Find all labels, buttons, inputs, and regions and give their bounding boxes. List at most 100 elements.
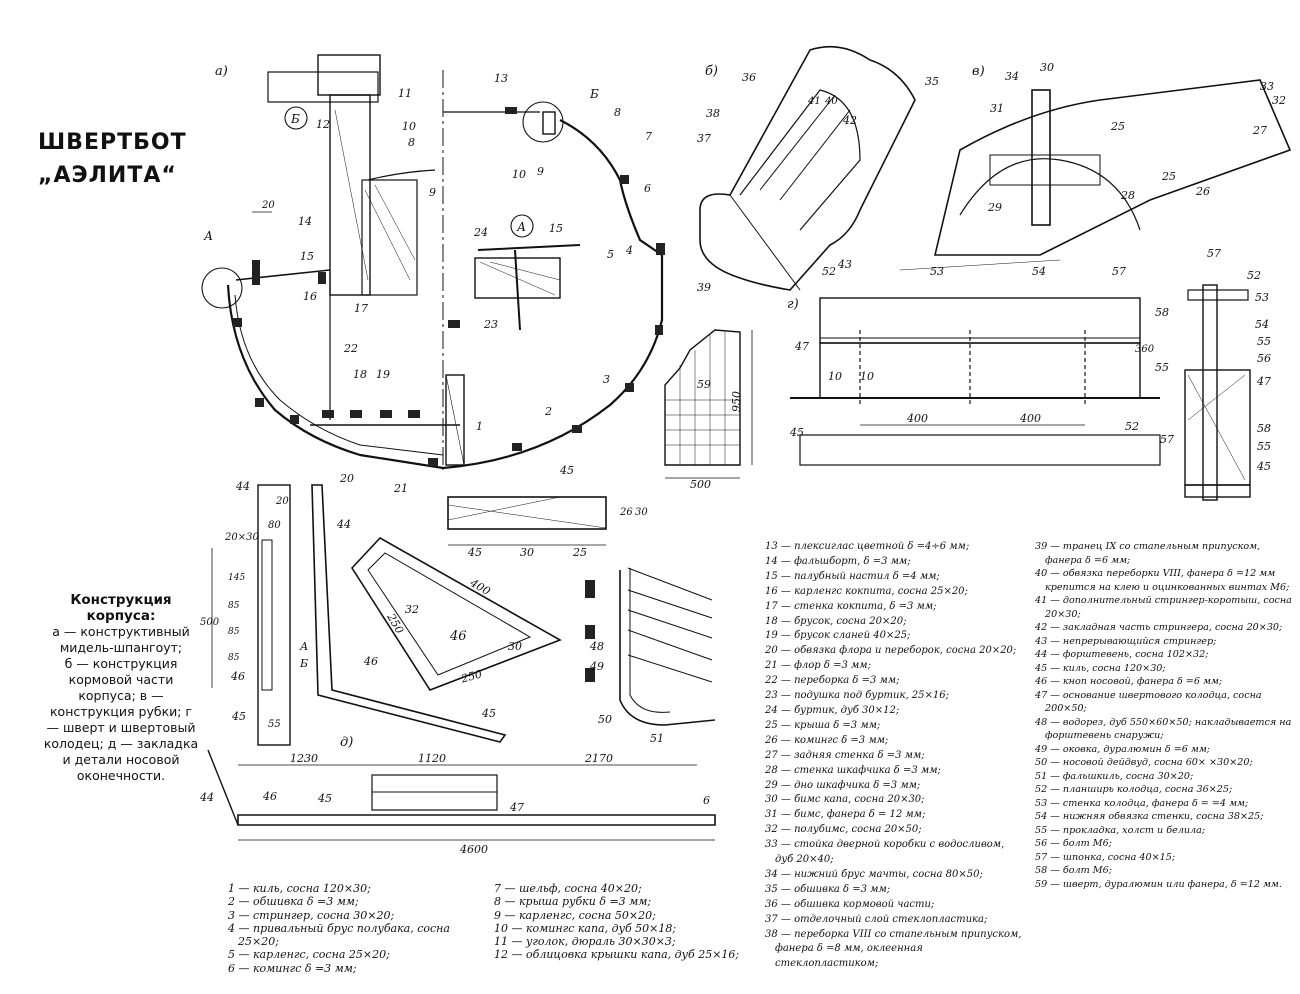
dim-250b: 250 (459, 667, 484, 685)
legend-item: 34 — нижний брус мачты, сосна 80×50; (765, 868, 983, 880)
legend-item: 58 — болт М6; (1035, 865, 1112, 876)
legend-item: 7 — шельф, сосна 40×20; (494, 882, 642, 895)
dim-400b: 400 (1019, 412, 1041, 425)
dim-32: 32 (405, 603, 419, 616)
num-54: 54 (1032, 265, 1046, 278)
num-13: 13 (494, 72, 508, 85)
legend-item: 14 — фальшборт, δ =3 мм; (765, 555, 911, 567)
legend-item: 44 — форштевень, сосна 102×32; (1035, 649, 1209, 660)
dim-45: 45 (467, 546, 482, 559)
num-24: 24 (473, 226, 488, 239)
legend-item: 28 — стенка шкафчика δ =3 мм; (765, 764, 941, 776)
legend-item: 6 — комингс δ =3 мм; (228, 961, 357, 975)
view-b-stern: б) 36 35 38 37 41 40 42 43 39 (697, 45, 939, 294)
num-33: 33 (1260, 80, 1274, 93)
num-47c: 47 (509, 801, 524, 814)
legend-item: 54 — нижняя обвязка стенки, сосна 38×25; (1035, 811, 1264, 822)
num-59: 59 (697, 378, 711, 391)
dim-30-knee: 30 (508, 640, 522, 653)
num-3: 3 (603, 373, 610, 386)
num-11: 11 (398, 87, 412, 100)
num-50: 50 (598, 713, 612, 726)
num-39: 39 (697, 281, 711, 294)
num-55c: 55 (1257, 440, 1271, 453)
legend-item: 45 — киль, сосна 120×30; (1035, 662, 1166, 674)
num-47a: 47 (794, 340, 809, 353)
dim-1120: 1120 (418, 752, 446, 765)
legend-item: 30 — бимс капа, сосна 20×30; (765, 794, 925, 806)
legend-col-4: 39 — транец IX со стапельным припуском, … (1035, 540, 1297, 891)
legend-item: 18 — брусок, сосна 20×20; (765, 615, 907, 627)
legend-item: 12 — облицовка крышки капа, дуб 25×16; (494, 948, 740, 962)
dim-2170: 2170 (584, 752, 613, 765)
legend-item: 41 — дополнительный стрингер-коротыш, со… (1035, 595, 1292, 620)
legend-item: 25 — крыша δ =3 мм; (765, 719, 881, 731)
legend-item: 15 — палубный настил δ =4 мм; (765, 570, 940, 582)
num-35: 35 (925, 75, 939, 88)
stem-detail: 44 20 80 20×30 145 85 85 85 500 А Б 46 4… (200, 480, 308, 746)
legend-item: 39 — транец IX со стапельным припуском, … (1035, 541, 1261, 566)
num-9: 9 (537, 165, 544, 178)
legend-item: 57 — шпонка, сосна 40×15; (1035, 851, 1176, 863)
legend-item: 32 — полубимс, сосна 20×50; (765, 824, 922, 836)
num-37: 37 (697, 132, 711, 145)
num-14: 14 (298, 215, 312, 228)
num-6: 6 (644, 182, 651, 195)
legend-item: 49 — оковка, дуралюмин δ =6 мм; (1035, 743, 1211, 755)
view-d-keel-layout: д) 1230 1120 2170 4600 44 46 45 47 6 (199, 735, 716, 856)
num-8: 8 (614, 106, 621, 119)
num-10b: 10 (402, 120, 416, 133)
num-17: 17 (354, 302, 368, 315)
num-45c: 45 (559, 464, 574, 477)
view-g-centerboard: г) 52 53 54 57 58 360 55 47 10 10 45 400… (787, 247, 1271, 501)
num-5: 5 (607, 248, 614, 261)
bow-structure: 48 49 50 51 (585, 567, 716, 745)
legend-item: 24 — буртик, дуб 30×12; (765, 704, 900, 716)
legend-item: 2 — обшивка δ =3 мм; (228, 895, 359, 909)
num-1: 1 (476, 420, 483, 433)
num-42: 42 (842, 114, 857, 127)
callout-B-stem: Б (299, 657, 308, 670)
num-34: 34 (1005, 70, 1019, 83)
num-31: 31 (990, 102, 1004, 115)
num-44c: 44 (199, 791, 214, 804)
num-25a: 25 (1110, 120, 1125, 133)
num-10: 10 (512, 168, 526, 181)
callout-A: А (203, 229, 213, 243)
legend-item: 38 — переборка VIII со стапельным припус… (765, 928, 1022, 970)
dim-20-top: 20 (261, 200, 275, 211)
legend-item: 59 — шверт, дуралюмин или фанера, δ =12 … (1035, 878, 1282, 890)
num-57: 57 (1112, 265, 1126, 278)
num-55b: 55 (1257, 335, 1271, 348)
legend-item: 27 — задняя стенка δ =3 мм; (765, 749, 925, 761)
legend-item: 46 — кноп носовой, фанера δ =6 мм; (1035, 676, 1223, 687)
legend-item: 10 — комингс капа, дуб 50×18; (494, 921, 677, 935)
caption: Конструкция корпуса: а — конструктивный … (42, 592, 200, 784)
legend-item: 26 — комингс δ =3 мм; (765, 734, 889, 746)
legend-item: 8 — крыша рубки δ =3 мм; (494, 895, 652, 909)
num-23: 23 (483, 318, 498, 331)
num-47b: 47 (1256, 375, 1271, 388)
num-54b: 54 (1255, 318, 1269, 331)
num-21: 21 (393, 482, 408, 495)
legend-item: 35 — обшивка δ =3 мм; (765, 883, 891, 895)
dim-145: 145 (228, 573, 245, 583)
legend-item: 22 — переборка δ =3 мм; (765, 675, 900, 687)
view-label-g: г) (787, 297, 799, 312)
num-18: 18 (353, 368, 367, 381)
callout-B: Б (589, 87, 599, 101)
view-label-b: б) (705, 64, 718, 79)
legend-item: 47 — основание швертового колодца, сосна… (1035, 689, 1262, 715)
num-6b: 6 (703, 794, 710, 807)
legend-item: 29 — дно шкафчика δ =3 мм; (765, 779, 921, 791)
dim-85c: 85 (228, 653, 240, 663)
dim-950: 950 (730, 391, 743, 412)
knee-profile: 44 46 45 32 250 400 46 30 250 (311, 484, 562, 743)
caption-heading: Конструкция корпуса: (70, 592, 172, 624)
legend-col-2: 7 — шельф, сосна 40×20; 8 — крыша рубки … (494, 882, 744, 962)
legend-item: 9 — карленгс, сосна 50×20; (494, 908, 656, 922)
legend-item: 56 — болт М6; (1035, 838, 1112, 849)
dim-500v: 500 (200, 617, 220, 628)
num-10c: 10 (828, 370, 842, 383)
